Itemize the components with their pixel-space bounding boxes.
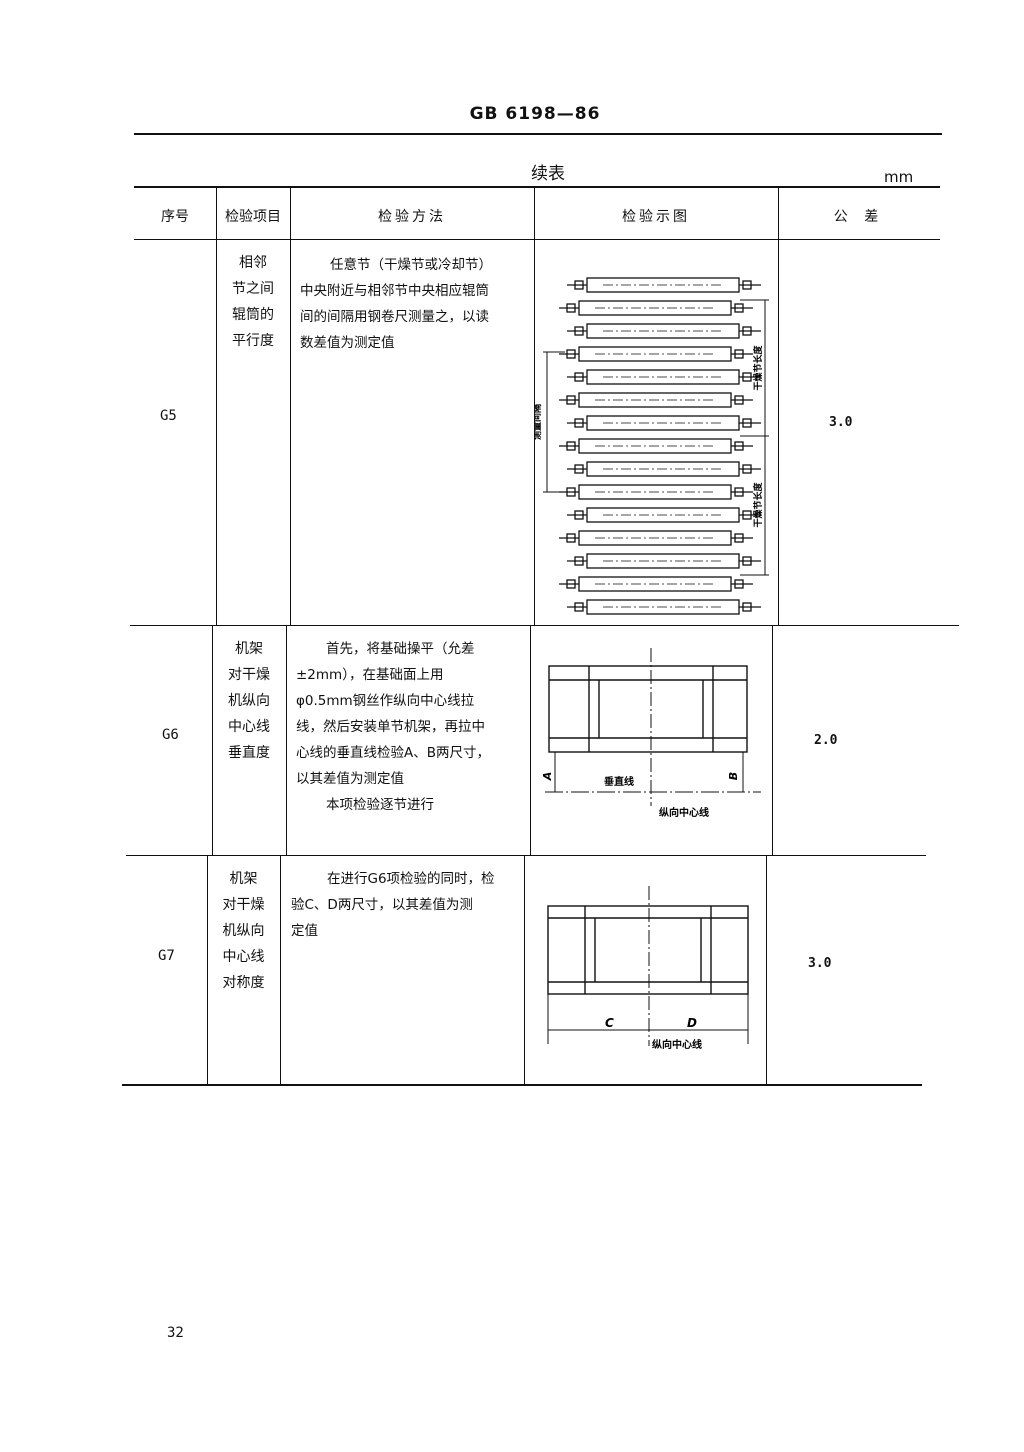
row-number-g7: G7 <box>158 948 175 964</box>
dimension-c-label: C <box>605 1016 614 1030</box>
method-text-g5: 任意节（干燥节或冷却节） 中央附近与相邻节中央相应辊筒 间的间隔用钢卷尺测量之，… <box>300 257 492 351</box>
column-header-no: 序号 <box>161 209 189 225</box>
roller-drawing <box>567 599 761 615</box>
roller-drawing <box>567 507 761 523</box>
column-header-figure: 检验示图 <box>622 209 690 225</box>
column-header-tolerance: 公 差 <box>833 209 885 225</box>
item-text-g6: 机架对干燥 机纵向中心线 垂直度 <box>228 641 270 761</box>
vertical-line-label: 垂直线 <box>604 775 634 788</box>
dimension-a-label: A <box>541 772 554 782</box>
tolerance-g5: 3.0 <box>829 415 853 430</box>
roller-drawing <box>559 300 753 316</box>
roller-drawing <box>567 461 761 477</box>
row-number-g6: G6 <box>162 727 179 743</box>
method-text-g6: 首先，将基础操平（允差 ±2mm），在基础面上用 φ0.5mm钢丝作纵向中心线拉… <box>296 641 490 813</box>
page-number: 32 <box>167 1325 184 1341</box>
method-text-g7: 在进行G6项检验的同时，检 验C、D两尺寸，以其差值为测 定值 <box>291 871 495 939</box>
roller-drawing <box>567 415 761 431</box>
standard-number: GB 6198—86 <box>469 104 601 124</box>
roller-drawing <box>567 277 761 293</box>
roller-drawing <box>567 323 761 339</box>
roller-drawing <box>559 484 753 500</box>
row-number-g5: G5 <box>160 408 177 424</box>
dimension-d-label: D <box>687 1016 697 1030</box>
frame-symmetry-diagram: C D 纵向中心线 <box>547 886 749 1051</box>
frame-perpendicularity-diagram: A B 垂直线 纵向中心线 <box>541 648 761 819</box>
column-header-item: 检验项目 <box>225 209 281 225</box>
roller-drawing <box>567 369 761 385</box>
roller-drawing <box>559 392 753 408</box>
roller-drawing <box>559 346 753 362</box>
dryer-length-label-2: 干燥节长度 <box>752 482 764 528</box>
unit-label: mm <box>884 168 914 186</box>
dryer-length-label-1: 干燥节长度 <box>752 345 764 391</box>
column-header-method: 检验方法 <box>378 209 446 225</box>
roller-drawing <box>559 576 753 592</box>
center-line-label-g6: 纵向中心线 <box>659 806 709 819</box>
roller-drawing <box>559 438 753 454</box>
item-text-g5: 相邻节之间 辊筒的平行度 <box>232 255 274 349</box>
measure-gap-label: 测量间隔 <box>535 404 543 440</box>
tolerance-g6: 2.0 <box>814 733 838 748</box>
item-text-g7: 机架对干燥 机纵向中心线 对称度 <box>222 871 265 991</box>
roller-drawing <box>559 530 753 546</box>
tolerance-g7: 3.0 <box>808 956 832 971</box>
header-rule <box>134 133 942 135</box>
center-line-label-g7: 纵向中心线 <box>652 1038 702 1051</box>
continued-caption: 续表 <box>531 164 565 184</box>
roller-parallelism-diagram: 测量间隔 干燥节长度 干燥节长度 <box>535 277 769 615</box>
roller-drawing <box>567 553 761 569</box>
dimension-b-label: B <box>727 772 740 780</box>
